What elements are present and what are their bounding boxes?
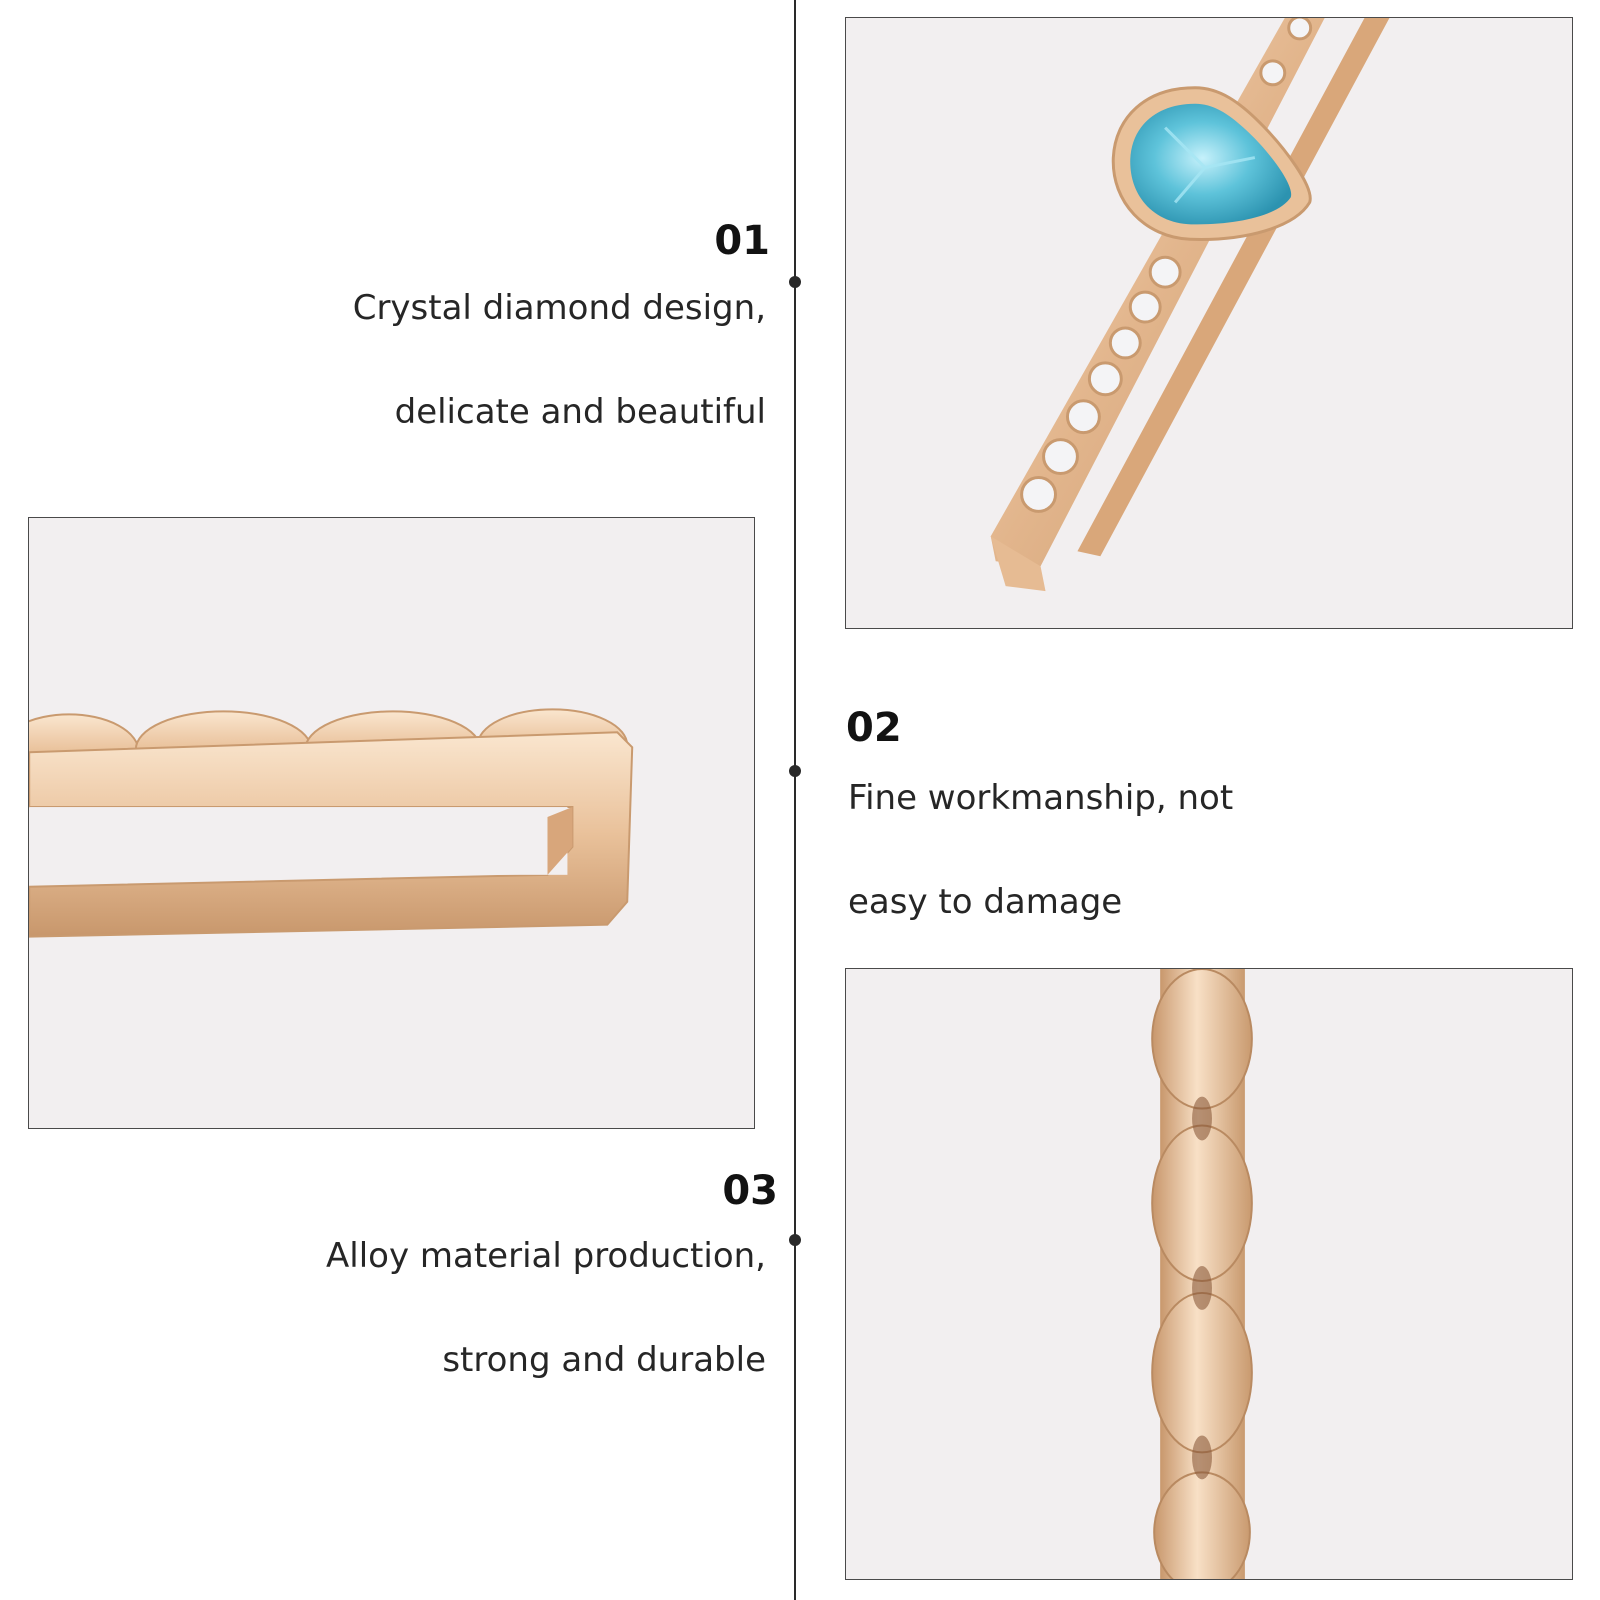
- timeline-line: [794, 0, 796, 1600]
- timeline-dot-02: [789, 765, 801, 777]
- feature-text-01-line1: Crystal diamond design,: [352, 288, 766, 328]
- feature-text-02-line2: easy to damage: [848, 882, 1123, 922]
- timeline-dot-01: [789, 276, 801, 288]
- timeline-dot-03: [789, 1234, 801, 1246]
- feature-text-01-line2: delicate and beautiful: [394, 392, 766, 432]
- photo-crystal-clasp: [845, 17, 1573, 629]
- photo-clasp-side: [28, 517, 755, 1129]
- clasp-side-image: [29, 708, 634, 938]
- feature-text-02-line1: Fine workmanship, not: [848, 778, 1234, 818]
- photo-clasp-front: [845, 968, 1573, 1580]
- feature-text-03-line2: strong and durable: [442, 1340, 766, 1380]
- feature-number-03: 03: [722, 1168, 778, 1214]
- feature-number-02: 02: [846, 705, 902, 751]
- clasp-front-image: [1151, 969, 1253, 1579]
- crystal-clasp-image: [990, 18, 1390, 592]
- feature-text-03-line1: Alloy material production,: [326, 1236, 766, 1276]
- feature-number-01: 01: [714, 218, 770, 264]
